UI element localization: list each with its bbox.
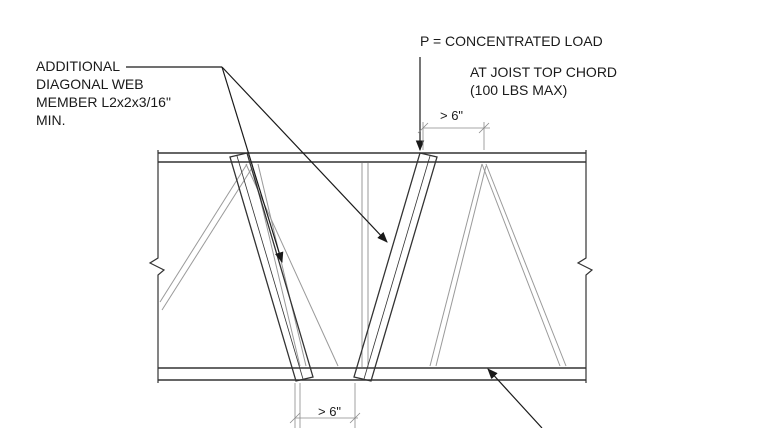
top-dimension: [417, 122, 490, 150]
existing-web-members: [159, 163, 567, 367]
additional-web-member-left: [229, 152, 314, 382]
additional-web-member-right: [353, 152, 438, 382]
left-break-line: [148, 150, 166, 383]
load-note-line-2: (100 LBS MAX): [470, 82, 567, 98]
member-note-line-2: DIAGONAL WEB: [36, 76, 144, 92]
dimension-bottom-label: > 6": [318, 404, 341, 419]
bottom-chord: [158, 367, 586, 381]
member-note-line-1: ADDITIONAL: [36, 58, 120, 74]
load-note-line-1: AT JOIST TOP CHORD: [470, 64, 617, 80]
member-note-line-4: MIN.: [36, 112, 66, 128]
member-note-line-3: MEMBER L2x2x3/16": [36, 94, 171, 110]
bottom-dimension: [289, 383, 361, 428]
dimension-top-label: > 6": [440, 108, 463, 123]
member-leader-lines: [126, 66, 388, 264]
bottom-leader-arrow: [487, 368, 543, 428]
top-chord: [158, 152, 586, 163]
load-title: P = CONCENTRATED LOAD: [420, 33, 603, 49]
right-break-line: [576, 150, 594, 383]
